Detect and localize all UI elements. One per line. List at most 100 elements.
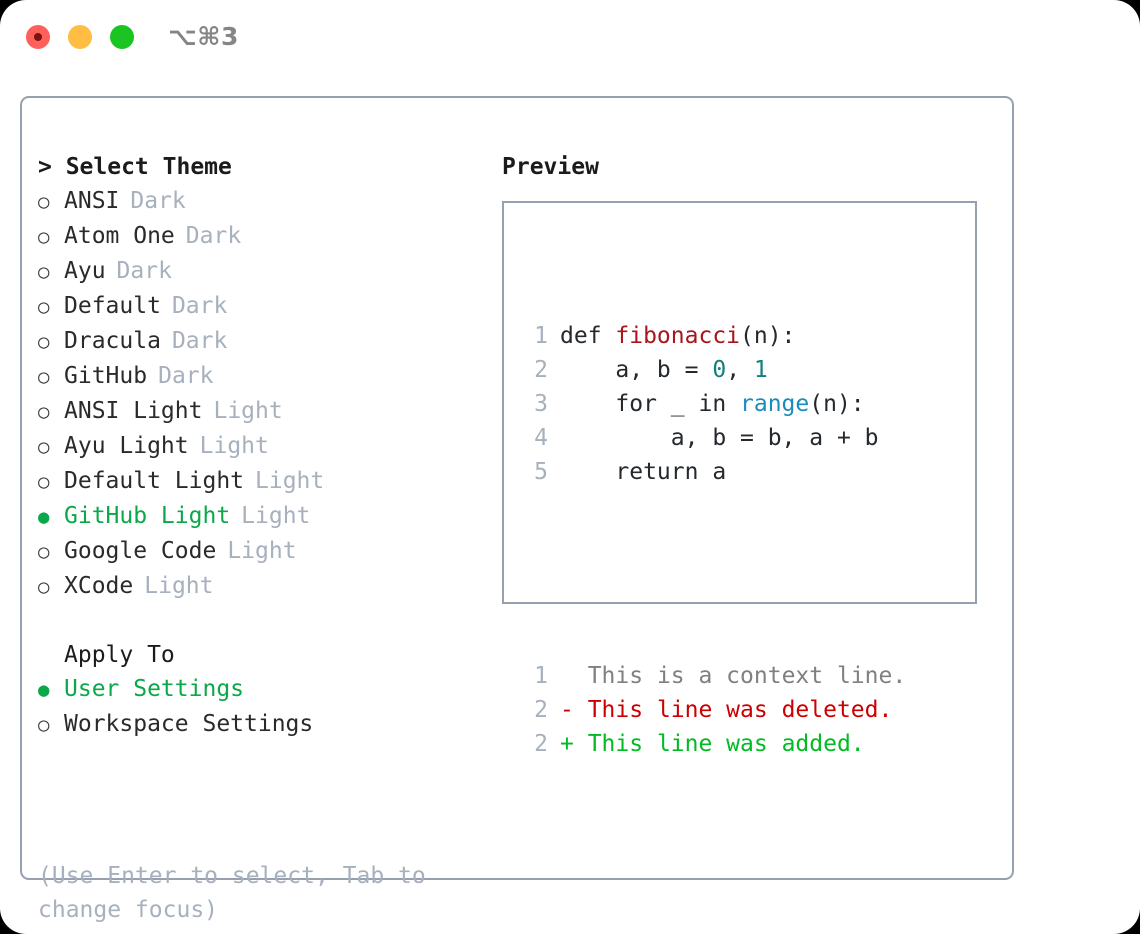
close-window-button[interactable]	[26, 25, 50, 49]
preview-header: Preview	[502, 154, 599, 180]
title-bar: ⌥⌘3	[0, 0, 1140, 78]
radio-unselected-icon: ○	[38, 191, 50, 213]
code-token-fn: fibonacci	[615, 323, 741, 349]
code-line: 5 return a	[522, 455, 906, 489]
theme-option-github-light[interactable]: ● GitHub Light Light	[38, 499, 498, 534]
window-title: ⌥⌘3	[168, 22, 239, 51]
radio-unselected-icon: ○	[38, 296, 50, 318]
diff-line-sign	[560, 663, 574, 689]
apply-to-option-label: Workspace Settings	[64, 711, 314, 737]
radio-unselected-icon: ○	[38, 331, 50, 353]
theme-option-ayu[interactable]: ○ Ayu Dark	[38, 254, 498, 289]
code-line: 1 def fibonacci(n):	[522, 319, 906, 353]
radio-unselected-icon: ○	[38, 401, 50, 423]
radio-unselected-icon: ○	[38, 226, 50, 248]
radio-unselected-icon: ○	[38, 366, 50, 388]
theme-option-github[interactable]: ○ GitHub Dark	[38, 359, 498, 394]
diff-line-added: 2+ This line was added.	[522, 727, 906, 761]
theme-option-badge: Light	[144, 573, 214, 599]
theme-option-badge: Dark	[130, 188, 186, 214]
diff-line-sign: -	[560, 697, 574, 723]
theme-option-label: Google Code	[64, 538, 217, 564]
diff-line-deleted: 2- This line was deleted.	[522, 693, 906, 727]
apply-to-option-label: User Settings	[64, 676, 245, 702]
traffic-light-buttons	[26, 25, 134, 49]
theme-option-badge: Light	[199, 433, 269, 459]
diff-line-number: 2	[534, 731, 548, 757]
radio-unselected-icon: ○	[38, 436, 50, 458]
theme-option-label: Atom One	[64, 223, 175, 249]
radio-unselected-icon: ○	[38, 576, 50, 598]
theme-option-label: ANSI	[64, 188, 120, 214]
theme-option-ansi[interactable]: ○ ANSI Dark	[38, 184, 498, 219]
apply-to-header: Apply To	[64, 642, 175, 668]
code-token-plain: (n):	[740, 323, 796, 349]
apply-to-option-user-settings[interactable]: ● User Settings	[38, 672, 498, 707]
code-line-number: 2	[534, 357, 548, 383]
radio-selected-icon: ●	[38, 679, 50, 701]
code-token-num: 0	[712, 357, 727, 383]
diff-line-context: 1 This is a context line.	[522, 659, 906, 693]
theme-option-ayu-light[interactable]: ○ Ayu Light Light	[38, 429, 498, 464]
theme-option-atom-one[interactable]: ○ Atom One Dark	[38, 219, 498, 254]
diff-lines: 1 This is a context line.2- This line wa…	[522, 659, 906, 761]
code-token-plain: (n):	[809, 391, 865, 417]
theme-option-label: Ayu	[64, 258, 106, 284]
radio-unselected-icon: ○	[38, 471, 50, 493]
theme-option-label: Dracula	[64, 328, 161, 354]
code-token-plain: return a	[560, 459, 727, 485]
theme-option-label: Default Light	[64, 468, 245, 494]
diff-line-text: This is a context line.	[573, 663, 907, 689]
theme-option-badge: Dark	[116, 258, 172, 284]
code-line-number: 1	[534, 323, 548, 349]
code-line-number: 4	[534, 425, 548, 451]
radio-selected-icon: ●	[38, 506, 50, 528]
code-token-plain: ,	[726, 357, 754, 383]
theme-option-label: GitHub	[64, 363, 148, 389]
minimize-window-button[interactable]	[68, 25, 92, 49]
theme-option-label: Ayu Light	[64, 433, 189, 459]
diff-line-number: 1	[534, 663, 548, 689]
theme-option-label: ANSI Light	[64, 398, 203, 424]
code-token-num: 1	[753, 357, 768, 383]
theme-option-badge: Dark	[158, 363, 214, 389]
theme-option-badge: Dark	[171, 293, 228, 319]
radio-unselected-icon: ○	[38, 261, 50, 283]
code-token-plain: for _ in	[560, 391, 741, 417]
diff-line-text: This line was added.	[573, 731, 865, 757]
keyboard-hint: (Use Enter to select, Tab to change focu…	[38, 863, 426, 923]
apply-to-option-workspace-settings[interactable]: ○Workspace Settings	[38, 707, 498, 742]
select-theme-header: > Select Theme	[38, 154, 232, 180]
diff-line-text: This line was deleted.	[573, 697, 893, 723]
maximize-window-button[interactable]	[110, 25, 134, 49]
code-line-number: 3	[534, 391, 548, 417]
code-line-number: 5	[534, 459, 548, 485]
code-line: 3 for _ in range(n):	[522, 387, 906, 421]
theme-option-xcode[interactable]: ○ XCode Light	[38, 569, 498, 604]
code-line: 4 a, b = b, a + b	[522, 421, 906, 455]
theme-option-badge: Light	[241, 503, 311, 529]
theme-option-label: XCode	[64, 573, 134, 599]
code-token-call: range	[740, 391, 810, 417]
code-token-plain: a, b =	[560, 357, 713, 383]
apply-to-list: ● User Settings ○Workspace Settings	[38, 672, 498, 742]
code-token-plain: a, b = b, a + b	[560, 425, 879, 451]
theme-option-ansi-light[interactable]: ○ ANSI Light Light	[38, 394, 498, 429]
code-token-plain: def	[560, 323, 616, 349]
theme-option-badge: Light	[213, 398, 283, 424]
theme-option-badge: Light	[227, 538, 297, 564]
diff-line-number: 2	[534, 697, 548, 723]
theme-option-label: GitHub Light	[64, 503, 231, 529]
code-line: 2 a, b = 0, 1	[522, 353, 906, 387]
theme-option-badge: Dark	[185, 223, 242, 249]
